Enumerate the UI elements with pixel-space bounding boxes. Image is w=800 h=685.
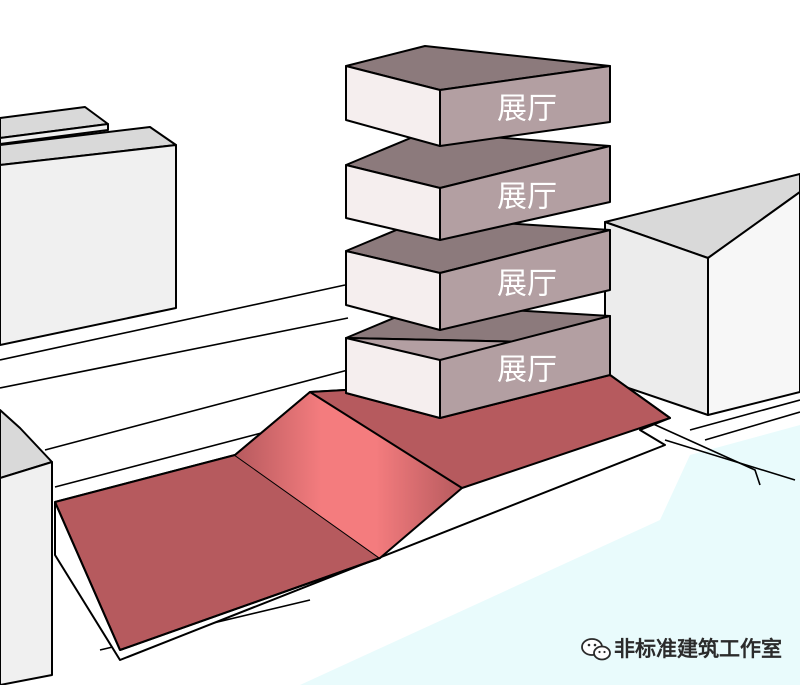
exhibition-stack: 展厅 展厅 展厅 展厅 (345, 45, 611, 419)
watermark-text: 非标准建筑工作室 (614, 637, 782, 661)
building-right (604, 173, 800, 416)
exhibition-block-1: 展厅 (345, 45, 611, 147)
exhibition-block-2: 展厅 (345, 131, 611, 241)
block-label: 展厅 (497, 353, 557, 388)
wechat-icon (581, 638, 611, 661)
plaza-ramp (235, 392, 462, 558)
building-left (0, 126, 177, 346)
block-label: 展厅 (497, 267, 557, 302)
exhibition-block-4: 展厅 (345, 304, 611, 419)
watermark: 非标准建筑工作室 (581, 637, 782, 661)
block-label: 展厅 (497, 180, 557, 215)
water-area (300, 425, 800, 685)
building-left-front (0, 409, 53, 685)
building-left-back (0, 106, 109, 145)
block-label: 展厅 (497, 92, 557, 127)
